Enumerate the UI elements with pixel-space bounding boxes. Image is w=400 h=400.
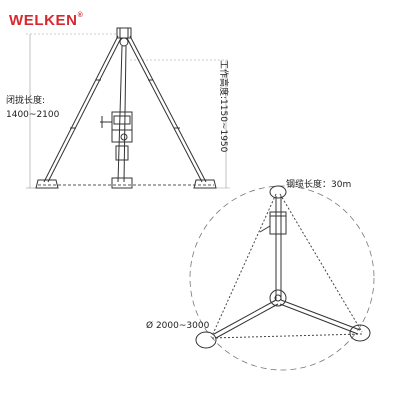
brand-name: WELKEN — [9, 12, 78, 29]
tripod-legs — [43, 35, 207, 183]
working-height-label: 工作高度:1150~1950 — [218, 60, 228, 153]
working-height-dimension — [130, 59, 230, 189]
closed-length-value: 1400~2100 — [6, 110, 60, 120]
hub-top — [269, 289, 287, 307]
tripod-feet — [35, 177, 217, 189]
tripod-head — [116, 27, 132, 47]
winch-top — [259, 211, 287, 235]
corner-loops — [195, 185, 371, 349]
diameter-label: Ø 2000~3000 — [146, 321, 210, 331]
winch — [100, 111, 133, 161]
chain-triangle — [211, 193, 363, 339]
closed-length-label: 闭拢长度: — [6, 96, 46, 106]
working-diameter-circle — [189, 185, 375, 371]
side-view — [26, 27, 230, 189]
cable-length-label: 钢缆长度：30m — [286, 180, 352, 190]
legs-top — [213, 196, 361, 339]
brand-logo: WELKEN® — [9, 12, 83, 29]
top-view — [189, 185, 375, 371]
brand-registered-mark: ® — [77, 12, 84, 19]
